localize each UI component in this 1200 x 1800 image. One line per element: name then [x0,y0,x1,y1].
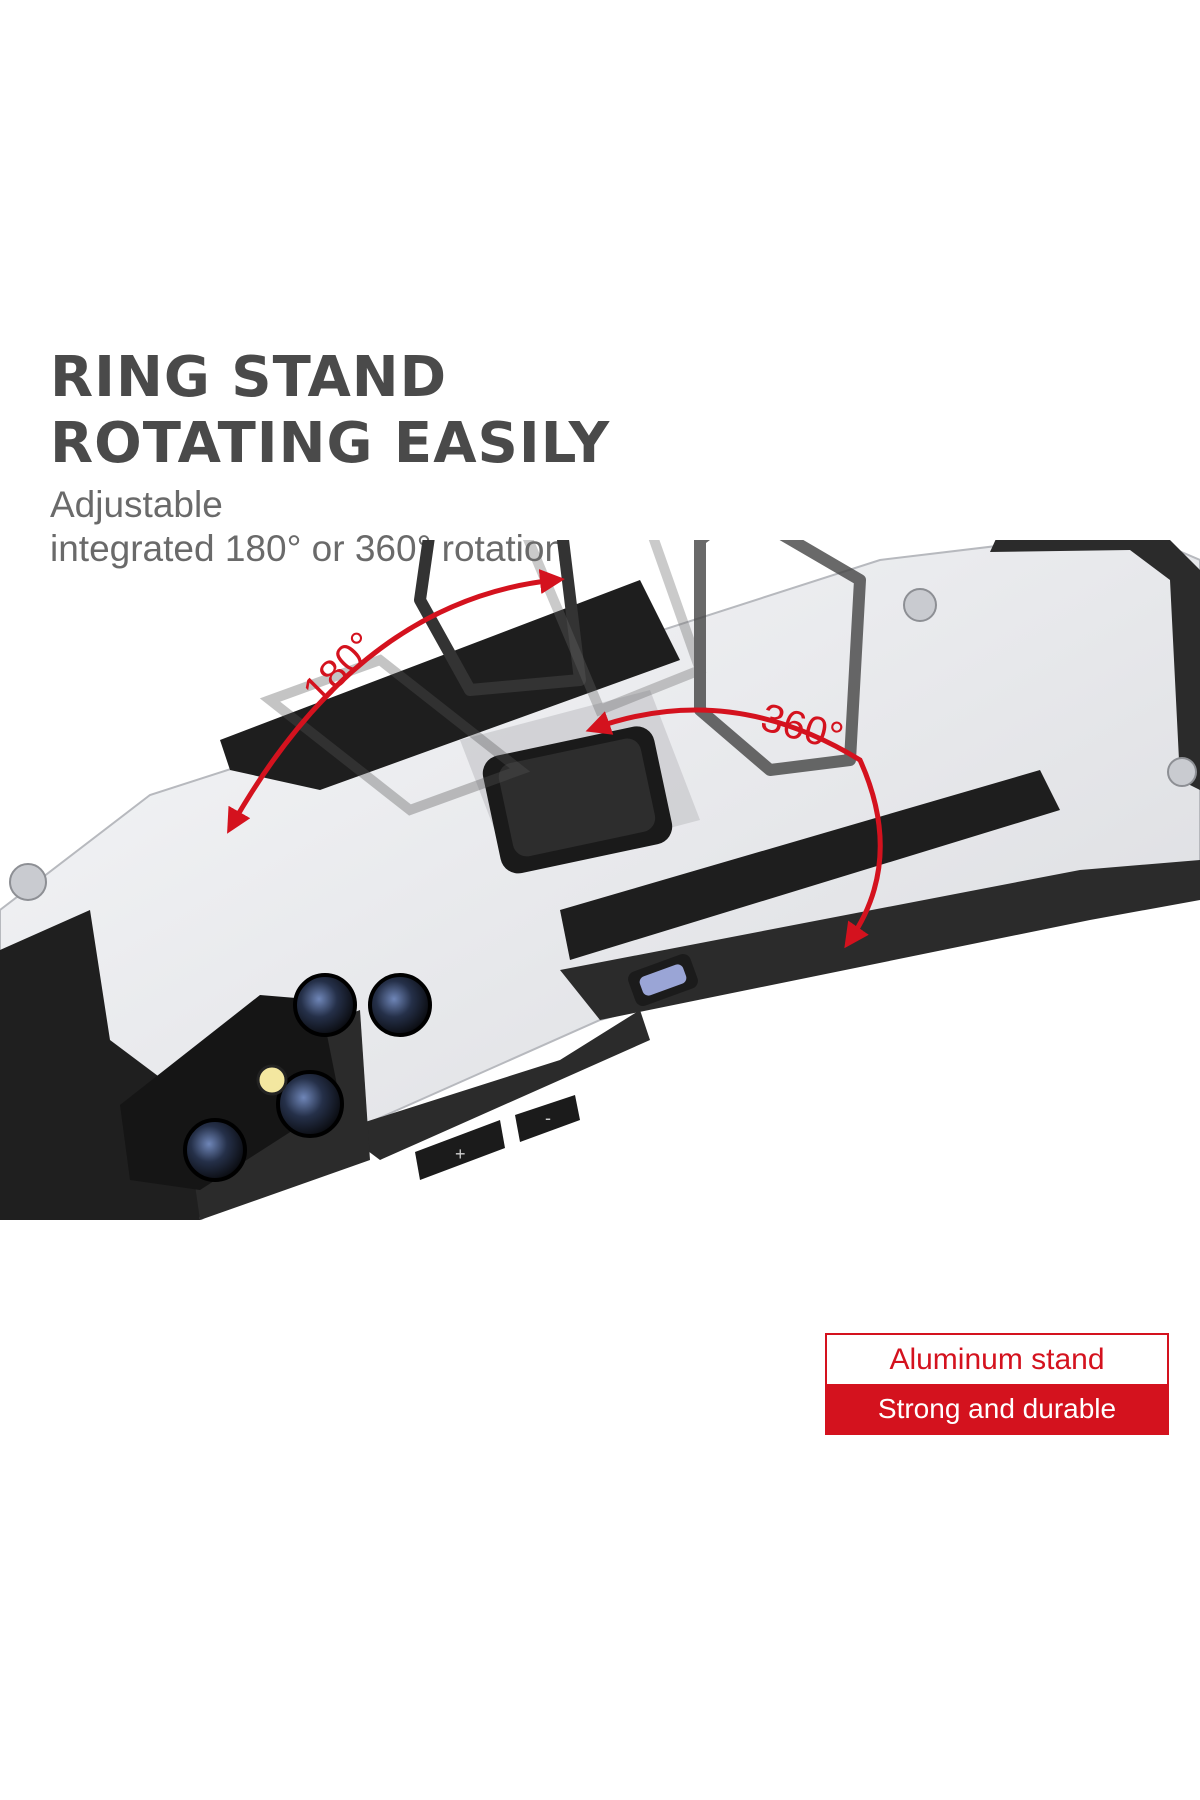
headline-line-1: RING STAND [50,345,448,410]
camera-lens [293,973,357,1037]
volume-minus-label: - [545,1108,551,1128]
camera-module [120,973,432,1190]
headline: RING STAND ROTATING EASILY [50,345,610,477]
screw-icon [903,588,937,622]
subtitle: Adjustable integrated 180° or 360° rotat… [50,483,565,571]
phone-case-illustration: + - 180° 360° [0,540,1200,1220]
volume-plus-label: + [455,1144,466,1164]
subtitle-line-2: integrated 180° or 360° rotation [50,528,566,569]
camera-lens [183,1118,247,1182]
screw-icon [9,863,47,901]
badge-subtitle: Strong and durable [827,1384,1167,1433]
badge-title: Aluminum stand [827,1335,1167,1384]
subtitle-line-1: Adjustable [50,484,223,525]
side-port [628,954,698,1006]
camera-lens [368,973,432,1037]
camera-lens [276,1070,344,1138]
headline-line-2: ROTATING EASILY [50,411,611,476]
screw-icon [1167,757,1197,787]
volume-buttons[interactable]: + - [415,1095,580,1180]
flash-icon [256,1064,288,1096]
feature-badge: Aluminum stand Strong and durable [825,1333,1169,1435]
